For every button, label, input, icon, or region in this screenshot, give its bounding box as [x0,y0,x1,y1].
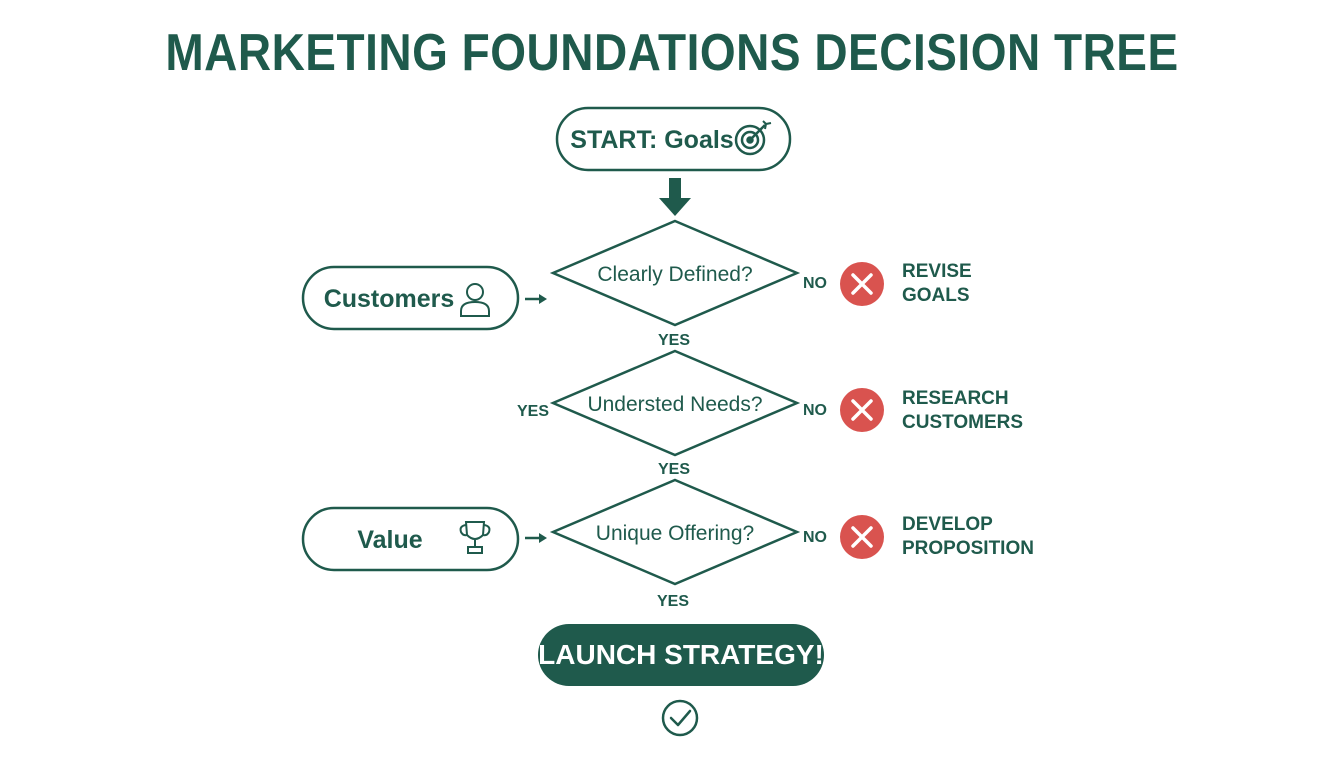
decision-2-question: Understed Needs? [587,393,762,416]
customers-node[interactable]: Customers [301,265,520,331]
decision-3-no-label: NO [803,529,827,546]
x-circle-icon [840,515,884,559]
value-label: Value [357,526,422,554]
decision-2-outcome-line1: RESEARCH [902,388,1009,409]
trophy-icon [459,521,491,554]
decision-3-outcome-line2: PROPOSITION [902,538,1034,559]
decision-2-outcome-line2: CUSTOMERS [902,412,1023,433]
decision-1-outcome-line1: REVISE [902,261,972,282]
person-icon [460,283,490,317]
start-node[interactable]: START: Goals [555,106,792,172]
target-icon [734,120,772,156]
page-title: MARKETING FOUNDATIONS DECISION TREE [165,23,1179,82]
value-node[interactable]: Value [301,506,520,572]
decision-2-no-label: NO [803,402,827,419]
decision-3-question: Unique Offering? [596,522,754,545]
decision-diamond-2[interactable]: Understed Needs? [549,349,801,457]
x-circle-icon [840,388,884,432]
decision-2-left-yes-label: YES [517,403,549,420]
decision-3-outcome-line1: DEVELOP [902,514,993,535]
check-circle-icon [661,699,699,737]
decision-3-yes-label: YES [657,593,689,610]
launch-strategy-button[interactable]: LAUNCH STRATEGY! [538,624,824,686]
decision-diamond-1[interactable]: Clearly Defined? [549,219,801,327]
decision-1-no-label: NO [803,275,827,292]
value-arrow [525,533,547,543]
customers-label: Customers [324,285,455,313]
decision-2-yes-label: YES [658,461,690,478]
customers-arrow [525,294,547,304]
decision-1-yes-label: YES [658,332,690,349]
decision-1-question: Clearly Defined? [597,263,752,286]
decision-1-outcome-line2: GOALS [902,285,970,306]
x-circle-icon [840,262,884,306]
launch-strategy-label: LAUNCH STRATEGY! [538,639,824,670]
decision-diamond-3[interactable]: Unique Offering? [549,478,801,586]
start-down-arrow [659,178,691,216]
start-label: START: Goals [570,126,733,154]
